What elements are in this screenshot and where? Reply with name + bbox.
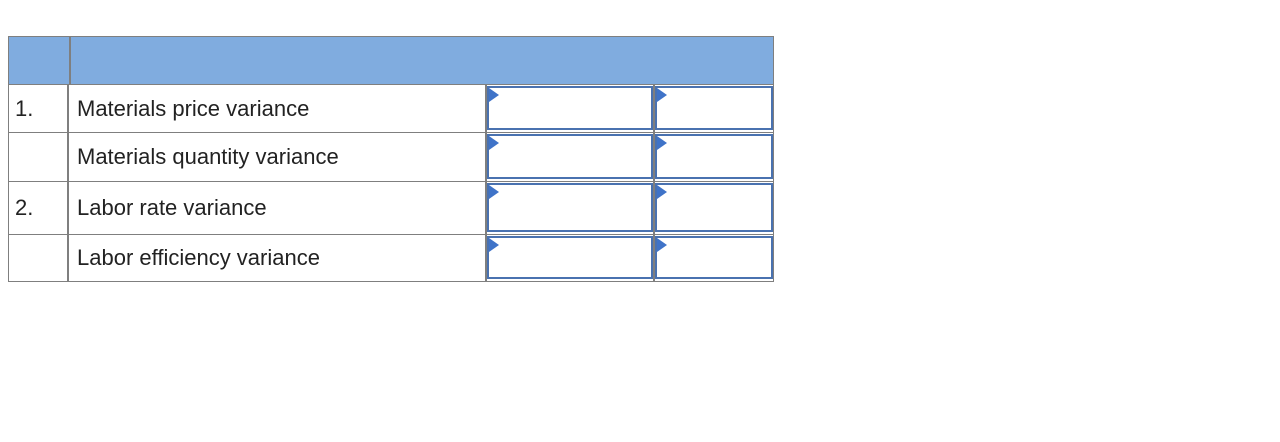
amount-input[interactable] [487, 236, 653, 279]
table-row-materials-price: 1. Materials price variance [9, 85, 773, 133]
header-divider [69, 37, 71, 85]
row-number: 2. [9, 182, 69, 234]
dropdown-indicator-icon [657, 88, 667, 102]
amount-input[interactable] [487, 134, 653, 179]
favorable-unfavorable-select[interactable] [655, 86, 773, 130]
row-number: 1. [9, 85, 69, 132]
dropdown-indicator-icon [657, 136, 667, 150]
table-row-labor-efficiency: Labor efficiency variance [9, 235, 773, 281]
favorable-unfavorable-select[interactable] [655, 183, 773, 232]
dropdown-indicator-icon [657, 238, 667, 252]
row-label: Materials quantity variance [71, 133, 487, 181]
dropdown-indicator-icon [657, 185, 667, 199]
row-label: Labor rate variance [71, 182, 487, 234]
favorable-unfavorable-select[interactable] [655, 134, 773, 179]
column-divider [653, 85, 655, 132]
favorable-unfavorable-select[interactable] [655, 236, 773, 279]
variance-worksheet-table: 1. Materials price variance Materials qu… [8, 36, 774, 282]
dropdown-indicator-icon [489, 185, 499, 199]
row-label: Labor efficiency variance [71, 235, 487, 281]
amount-input[interactable] [487, 86, 653, 130]
row-number [9, 133, 69, 181]
column-divider [653, 182, 655, 234]
column-divider [653, 133, 655, 181]
row-label: Materials price variance [71, 85, 487, 132]
table-row-labor-rate: 2. Labor rate variance [9, 182, 773, 235]
amount-input[interactable] [487, 183, 653, 232]
column-divider [653, 235, 655, 281]
dropdown-indicator-icon [489, 88, 499, 102]
dropdown-indicator-icon [489, 136, 499, 150]
row-number [9, 235, 69, 281]
dropdown-indicator-icon [489, 238, 499, 252]
table-header-row [9, 37, 773, 85]
table-row-materials-quantity: Materials quantity variance [9, 133, 773, 182]
